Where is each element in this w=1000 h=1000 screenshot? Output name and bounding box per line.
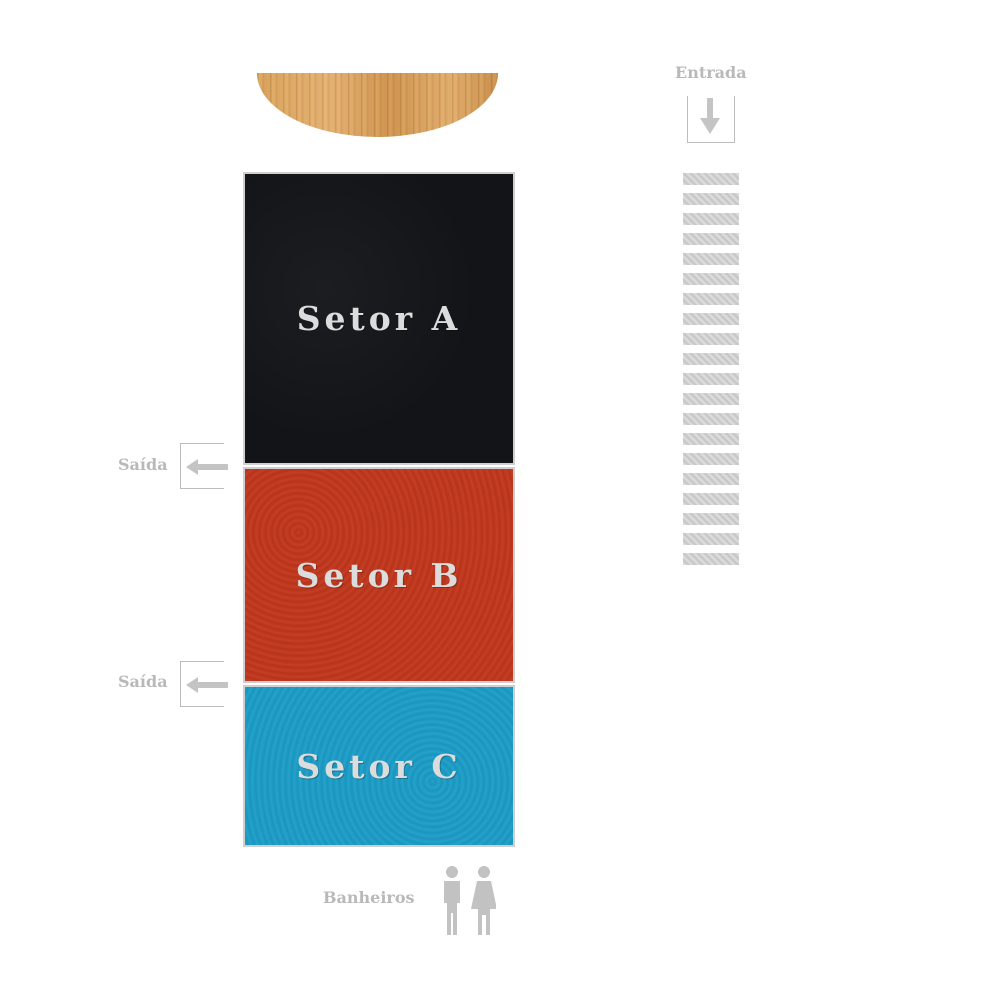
stair-step bbox=[683, 353, 739, 365]
stair-step bbox=[683, 453, 739, 465]
stair-step bbox=[683, 413, 739, 425]
stairs-icon bbox=[683, 173, 739, 573]
arrow-left-icon bbox=[186, 459, 228, 475]
stair-step bbox=[683, 333, 739, 345]
stair-step bbox=[683, 173, 739, 185]
stair-step bbox=[683, 473, 739, 485]
stage-area[interactable] bbox=[257, 73, 498, 137]
stair-step bbox=[683, 193, 739, 205]
stair-step bbox=[683, 373, 739, 385]
stair-step bbox=[683, 433, 739, 445]
entrance-label: Entrada bbox=[675, 63, 747, 82]
exit-marker-2[interactable] bbox=[180, 661, 228, 707]
stair-step bbox=[683, 253, 739, 265]
stair-step bbox=[683, 313, 739, 325]
stair-step bbox=[683, 213, 739, 225]
sector-b-label: Setor B bbox=[295, 555, 463, 595]
entrance-marker[interactable] bbox=[687, 96, 735, 143]
stair-step bbox=[683, 553, 739, 565]
exit-label-1: Saída bbox=[118, 455, 168, 474]
bathrooms-label: Banheiros bbox=[323, 888, 415, 907]
stair-step bbox=[683, 393, 739, 405]
stair-step bbox=[683, 293, 739, 305]
restroom-icon[interactable] bbox=[440, 865, 496, 937]
sector-a[interactable]: Setor A bbox=[243, 172, 515, 465]
exit-label-2: Saída bbox=[118, 672, 168, 691]
sector-c[interactable]: Setor C bbox=[243, 685, 515, 847]
arrow-left-icon bbox=[186, 677, 228, 693]
sector-a-label: Setor A bbox=[296, 299, 462, 338]
exit-marker-1[interactable] bbox=[180, 443, 228, 489]
sector-c-label: Setor C bbox=[296, 746, 462, 786]
sector-b[interactable]: Setor B bbox=[243, 467, 515, 683]
stair-step bbox=[683, 233, 739, 245]
stair-step bbox=[683, 513, 739, 525]
arrow-down-icon bbox=[700, 98, 720, 134]
stair-step bbox=[683, 493, 739, 505]
stair-step bbox=[683, 273, 739, 285]
stair-step bbox=[683, 533, 739, 545]
